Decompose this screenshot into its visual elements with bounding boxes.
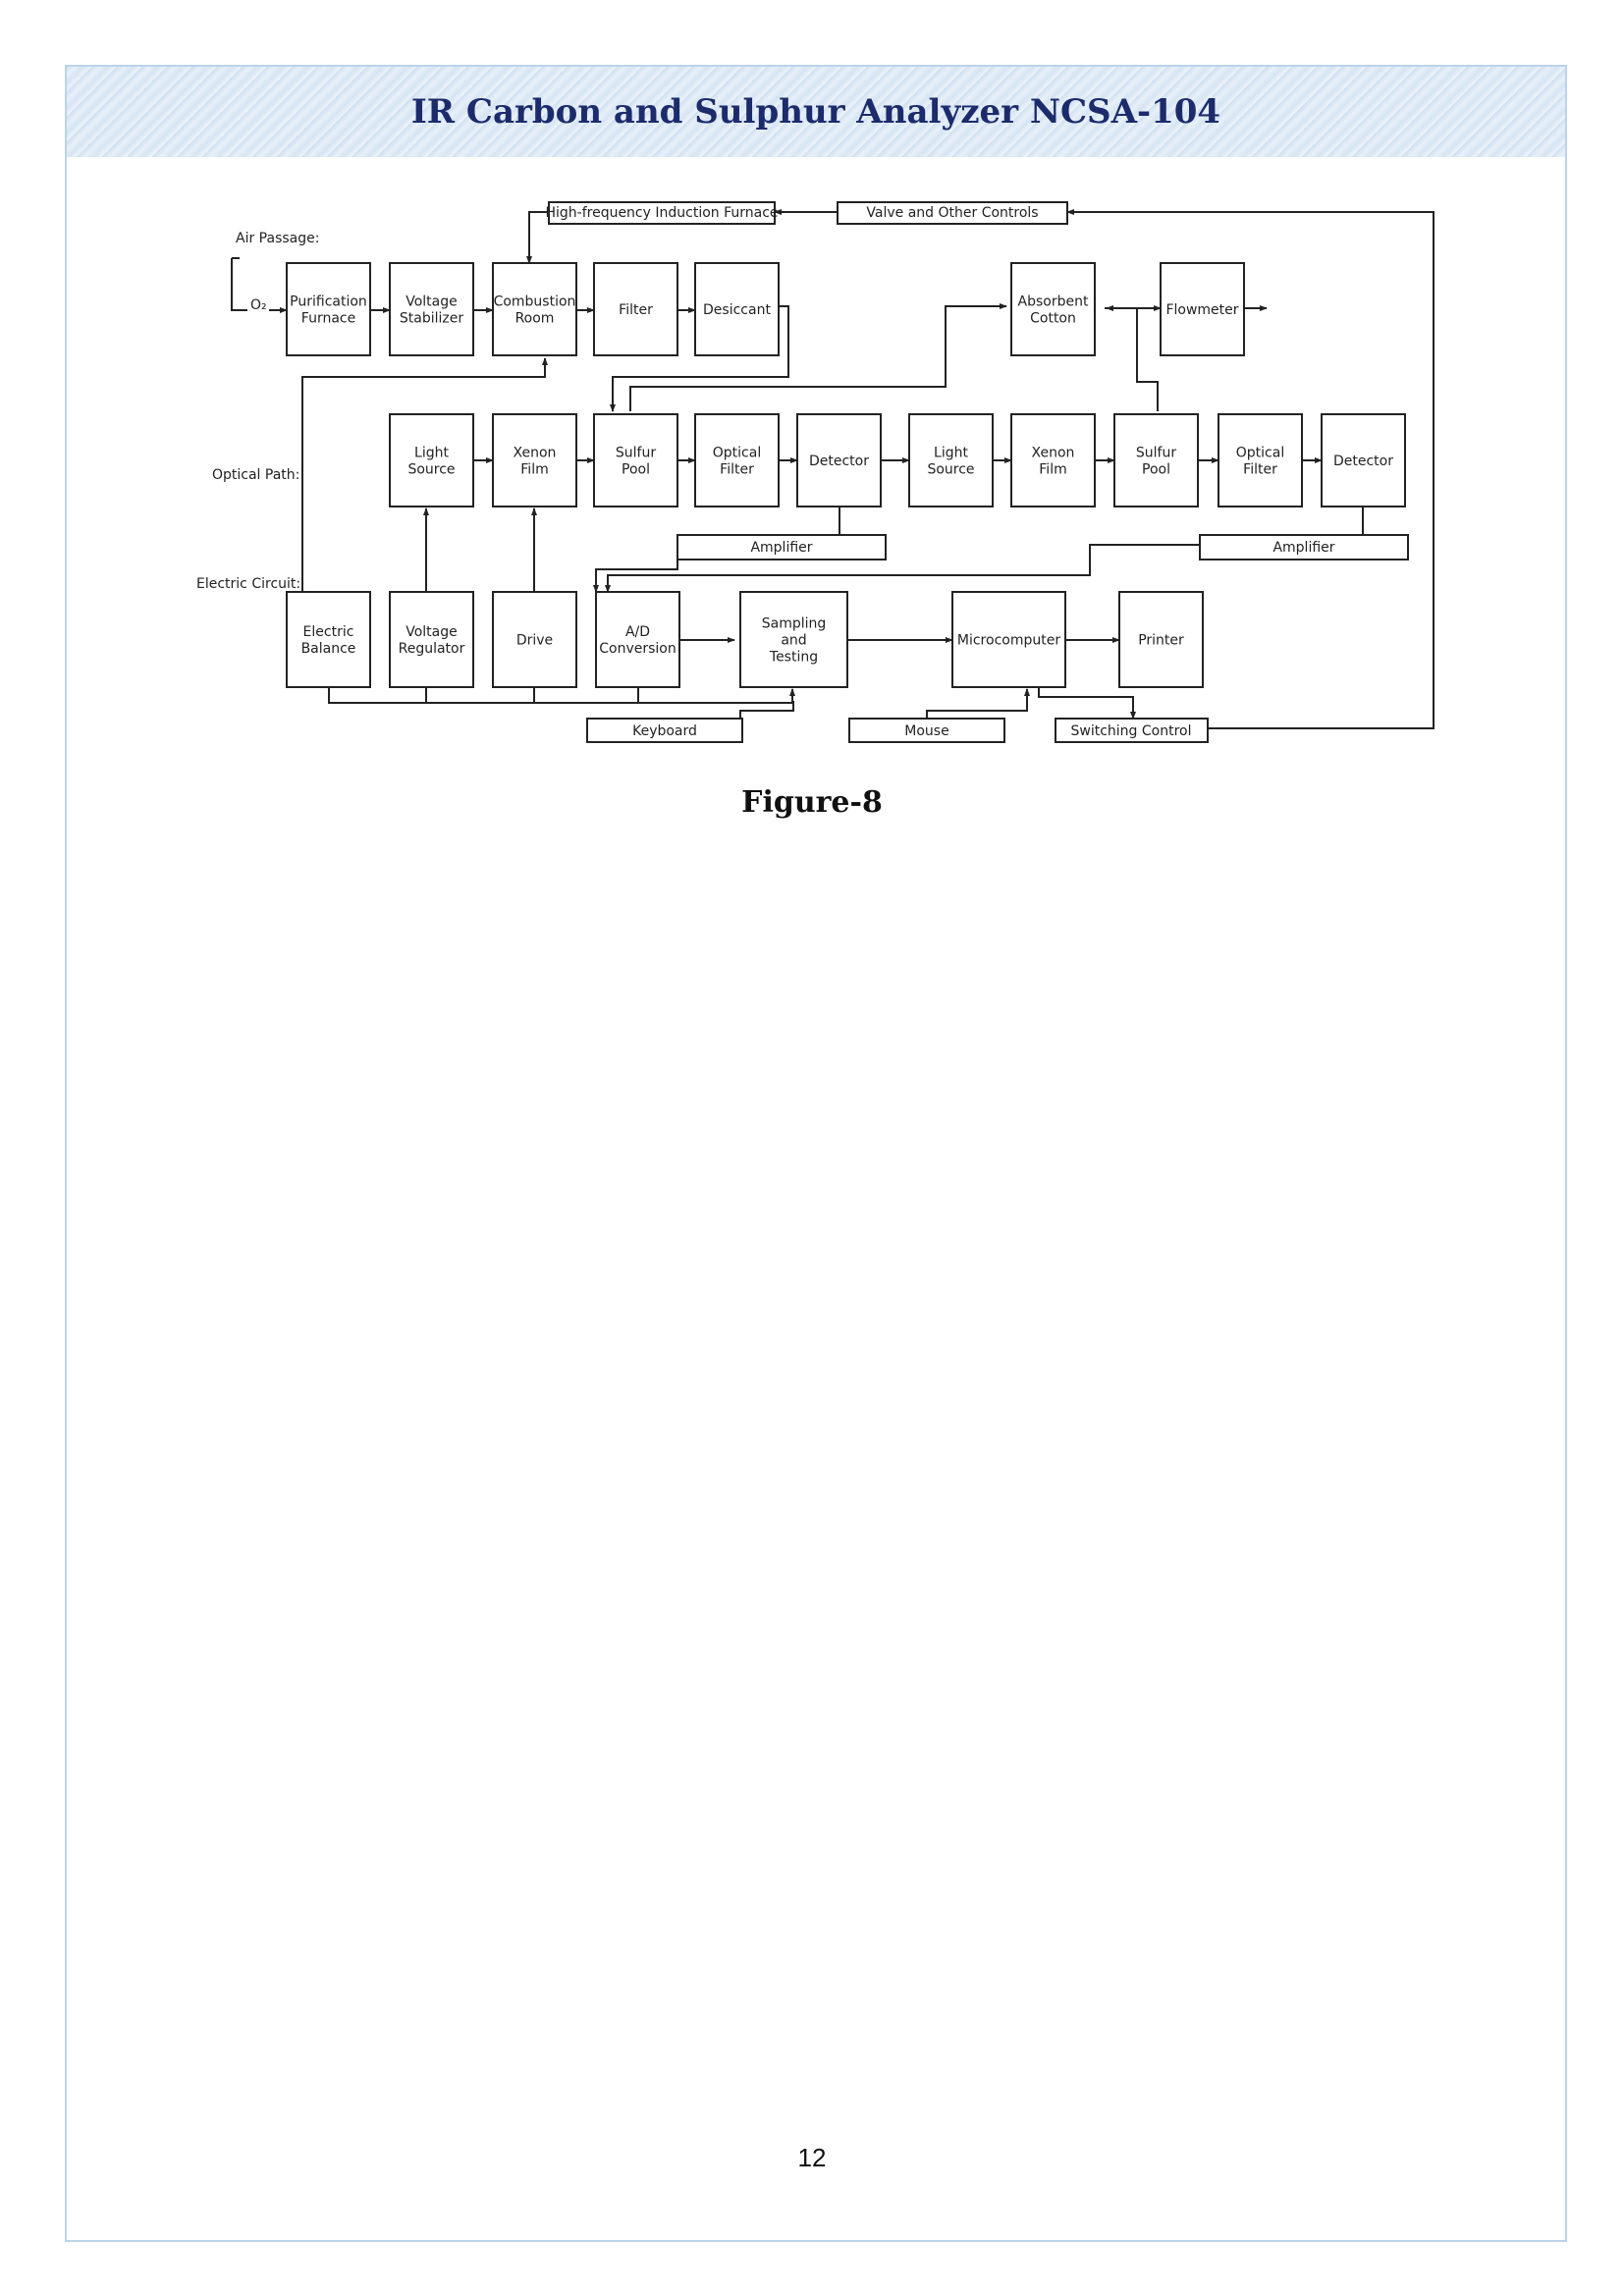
filter-label-line: Filter xyxy=(619,302,653,318)
svg-text:Mouse: Mouse xyxy=(904,723,948,739)
combustion-label-line: Combustion xyxy=(494,294,576,310)
svg-text:Amplifier: Amplifier xyxy=(1272,540,1334,556)
stabilizer-label-line: Stabilizer xyxy=(400,311,463,327)
figure-caption: Figure-8 xyxy=(741,785,883,820)
air-passage-label: Air Passage: xyxy=(236,231,319,246)
svg-text:Switching Control: Switching Control xyxy=(1071,723,1192,739)
page-frame xyxy=(65,65,1567,2242)
combustion-label-line: Room xyxy=(515,311,555,327)
adconv-label-line: A/D xyxy=(625,624,650,640)
switching-control-box: Switching Control xyxy=(1055,718,1209,743)
light1-label-line: Light xyxy=(414,446,449,461)
sulfur2-label-line: Sulfur xyxy=(1136,446,1176,461)
svg-text:Valve and Other Controls: Valve and Other Controls xyxy=(866,205,1038,221)
desiccant-box: Desiccant xyxy=(694,262,780,356)
light1-label-line: Source xyxy=(407,462,455,478)
filter-box: Filter xyxy=(593,262,678,356)
diagram-blocks: PurificationFurnaceVoltageStabilizerComb… xyxy=(286,262,1406,688)
page-header: IR Carbon and Sulphur Analyzer NCSA-104 xyxy=(67,67,1565,157)
balance-label-line: Electric xyxy=(303,624,354,640)
detector2-box: Detector xyxy=(1321,413,1406,507)
light2-label-line: Light xyxy=(934,446,968,461)
mouse-box: Mouse xyxy=(848,718,1005,743)
flowmeter-label-line: Flowmeter xyxy=(1165,302,1238,318)
detector2-label-line: Detector xyxy=(1333,454,1393,469)
svg-text:Keyboard: Keyboard xyxy=(632,723,697,739)
sulfur1-label-line: Sulfur xyxy=(616,446,656,461)
amplifier-2-box: Amplifier xyxy=(1199,534,1409,561)
keyboard-box: Keyboard xyxy=(586,718,743,743)
balance-label-line: Balance xyxy=(301,641,356,657)
connector-lines xyxy=(231,209,1435,729)
micro-label-line: Microcomputer xyxy=(957,633,1060,649)
xenon2-label-line: Film xyxy=(1039,462,1066,478)
xenon1-label-line: Xenon xyxy=(514,446,557,461)
o2-label: O₂ xyxy=(250,297,267,313)
detector1-box: Detector xyxy=(796,413,882,507)
block-diagram: Air Passage: O₂ Optical Path: Electric C… xyxy=(187,191,1443,756)
detector1-label-line: Detector xyxy=(809,454,869,469)
optfilter1-label-line: Filter xyxy=(720,462,754,478)
sulfur2-label-line: Pool xyxy=(1142,462,1170,478)
regulator-label-line: Regulator xyxy=(399,641,465,657)
electric-circuit-label: Electric Circuit: xyxy=(196,576,300,592)
page-title: IR Carbon and Sulphur Analyzer NCSA-104 xyxy=(410,92,1221,132)
flowmeter-box: Flowmeter xyxy=(1160,262,1245,356)
light2-label-line: Source xyxy=(927,462,974,478)
adconv-label-line: Conversion xyxy=(599,641,677,657)
sampling-label-line: Testing xyxy=(769,650,818,666)
sulfur1-label-line: Pool xyxy=(622,462,650,478)
desiccant-label-line: Desiccant xyxy=(703,302,771,318)
drive-box: Drive xyxy=(492,591,577,688)
optical-path-label: Optical Path: xyxy=(212,467,299,483)
page-number: 12 xyxy=(797,2143,827,2172)
amplifier-1-box: Amplifier xyxy=(677,534,887,561)
drive-label-line: Drive xyxy=(516,633,553,649)
absorbent-label-line: Absorbent xyxy=(1018,294,1089,310)
xenon2-label-line: Xenon xyxy=(1032,446,1075,461)
svg-text:Amplifier: Amplifier xyxy=(750,540,812,556)
hf-induction-furnace-box: High-frequency Induction Furnace xyxy=(545,201,779,225)
valve-controls-box: Valve and Other Controls xyxy=(837,201,1068,225)
stabilizer-label-line: Voltage xyxy=(406,294,458,310)
purification-label-line: Furnace xyxy=(301,311,355,327)
printer-box: Printer xyxy=(1118,591,1204,688)
optfilter2-label-line: Filter xyxy=(1243,462,1277,478)
purification-label-line: Purification xyxy=(290,294,367,310)
svg-text:High-frequency Induction Furna: High-frequency Induction Furnace xyxy=(545,205,778,221)
sampling-label-line: Sampling xyxy=(762,616,827,632)
xenon1-label-line: Film xyxy=(520,462,548,478)
printer-label-line: Printer xyxy=(1138,633,1184,649)
sampling-label-line: and xyxy=(781,633,806,649)
absorbent-label-line: Cotton xyxy=(1030,311,1076,327)
regulator-label-line: Voltage xyxy=(406,624,458,640)
optfilter1-label-line: Optical xyxy=(713,446,761,461)
optfilter2-label-line: Optical xyxy=(1236,446,1284,461)
micro-box: Microcomputer xyxy=(951,591,1066,688)
